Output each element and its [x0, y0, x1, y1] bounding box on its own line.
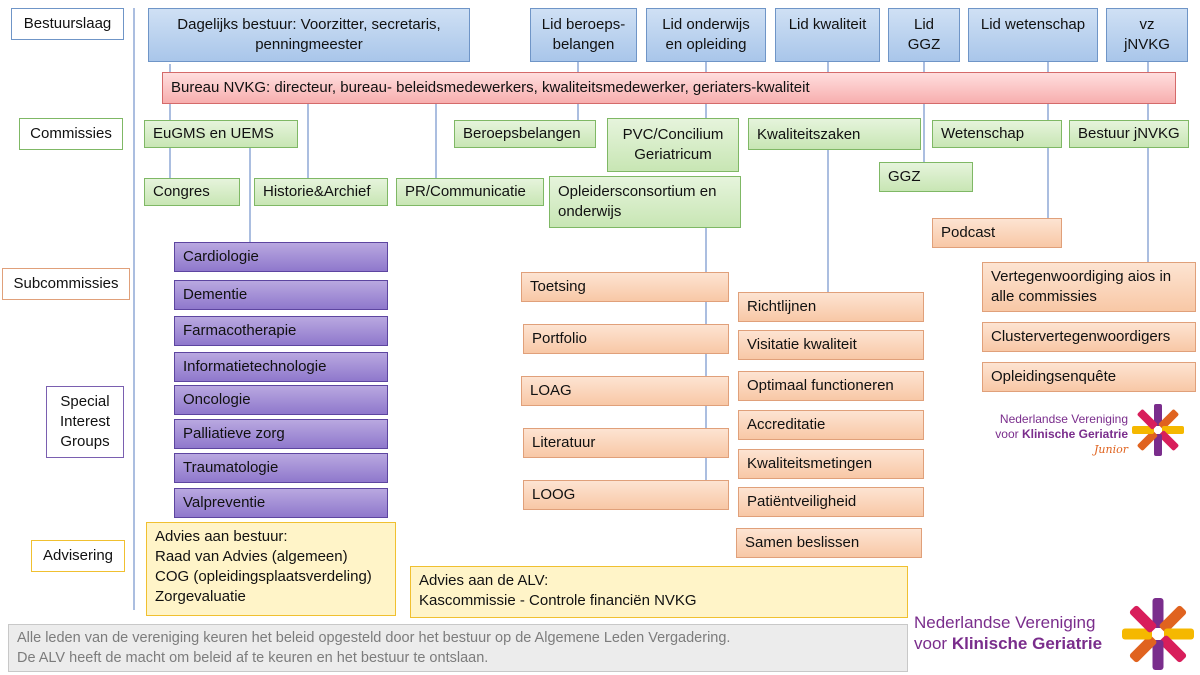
footer-line-2: De ALV heeft de macht om beleid af te ke…	[17, 650, 489, 666]
logo-junior-prefix: voor	[995, 427, 1019, 441]
subcommittee-loag: LOAG	[521, 376, 729, 406]
subcommittee-podcast: Podcast	[932, 218, 1062, 248]
logo-junior-tag: Junior	[1094, 443, 1128, 456]
subcommittee-visitatie: Visitatie kwaliteit	[738, 330, 924, 360]
subcommittee-richtlijnen: Richtlijnen	[738, 292, 924, 322]
sig-valpreventie: Valpreventie	[174, 488, 388, 518]
sig-dementie: Dementie	[174, 280, 388, 310]
board-daily: Dagelijks bestuur: Voorzitter, secretari…	[148, 8, 470, 62]
level-bestuurslaag: Bestuurslaag	[11, 8, 124, 40]
subcommittee-toetsing: Toetsing	[521, 272, 729, 302]
level-advisering: Advisering	[31, 540, 125, 572]
committee-opleiders: Opleidersconsortium en onderwijs	[549, 176, 741, 228]
advice-bestuur-title: Advies aan bestuur:	[155, 528, 288, 545]
committee-bestuur-jnvkg: Bestuur jNVKG	[1069, 120, 1189, 148]
committee-wetenschap: Wetenschap	[932, 120, 1062, 148]
logo-junior: Nederlandse Vereniging voor Klinische Ge…	[988, 404, 1188, 462]
logo-line1: Nederlandse Vereniging	[914, 613, 1096, 632]
logo-star-icon	[1122, 598, 1194, 670]
subcommittee-literatuur: Literatuur	[523, 428, 729, 458]
subcommittee-loog: LOOG	[523, 480, 729, 510]
advice-bestuur: Advies aan bestuur: Raad van Advies (alg…	[146, 522, 396, 616]
board-kwaliteit: Lid kwaliteit	[775, 8, 880, 62]
logo-junior-line1: Nederlandse Vereniging	[999, 412, 1128, 426]
advice-bestuur-item: Zorgevaluatie	[155, 588, 246, 605]
bureau-nvkg: Bureau NVKG: directeur, bureau- beleidsm…	[162, 72, 1176, 104]
level-subcommissies: Subcommissies	[2, 268, 130, 300]
sig-palliatieve-zorg: Palliatieve zorg	[174, 419, 388, 449]
board-jnvkg: vz jNVKG	[1106, 8, 1188, 62]
committee-eugms: EuGMS en UEMS	[144, 120, 298, 148]
subcommittee-portfolio: Portfolio	[523, 324, 729, 354]
advice-alv-title: Advies aan de ALV:	[419, 572, 549, 589]
sig-informatietechnologie: Informatietechnologie	[174, 352, 388, 382]
committee-historie: Historie&Archief	[254, 178, 388, 206]
subcommittee-vertegenwoordiging: Vertegenwoordiging aios in alle commissi…	[982, 262, 1196, 312]
logo-bold: Klinische Geriatrie	[951, 634, 1103, 653]
subcommittee-kwaliteitsmetingen: Kwaliteitsmetingen	[738, 449, 924, 479]
subcommittee-accreditatie: Accreditatie	[738, 410, 924, 440]
level-commissies: Commissies	[19, 118, 123, 150]
logo-star-icon	[1132, 404, 1184, 456]
advice-bestuur-item: COG (opleidingsplaatsverdeling)	[155, 568, 372, 585]
subcommittee-samen-beslissen: Samen beslissen	[736, 528, 922, 558]
sig-traumatologie: Traumatologie	[174, 453, 388, 483]
committee-ggz: GGZ	[879, 162, 973, 192]
footer-line-1: Alle leden van de vereniging keuren het …	[17, 630, 731, 646]
board-onderwijs: Lid onderwijs en opleiding	[646, 8, 766, 62]
logo-prefix: voor	[914, 634, 948, 653]
sig-farmacotherapie: Farmacotherapie	[174, 316, 388, 346]
subcommittee-patientveiligheid: Patiëntveiligheid	[738, 487, 924, 517]
footer-note: Alle leden van de vereniging keuren het …	[8, 624, 908, 672]
advice-alv-item: Kascommissie - Controle financiën NVKG	[419, 592, 697, 609]
board-ggz: Lid GGZ	[888, 8, 960, 62]
committee-congres: Congres	[144, 178, 240, 206]
subcommittee-opleidingsenquete: Opleidingsenquête	[982, 362, 1196, 392]
committee-beroepsbelangen: Beroepsbelangen	[454, 120, 596, 148]
advice-alv: Advies aan de ALV: Kascommissie - Contro…	[410, 566, 908, 618]
board-wetenschap: Lid wetenschap	[968, 8, 1098, 62]
level-special-interest-groups: Special Interest Groups	[46, 386, 124, 458]
logo-nvkg: Nederlandse Vereniging voor Klinische Ge…	[914, 598, 1198, 672]
subcommittee-optimaal: Optimaal functioneren	[738, 371, 924, 401]
sig-cardiologie: Cardiologie	[174, 242, 388, 272]
committee-kwaliteitszaken: Kwaliteitszaken	[748, 118, 921, 150]
advice-bestuur-item: Raad van Advies (algemeen)	[155, 548, 348, 565]
subcommittee-clustervertegenwoordigers: Clustervertegenwoordigers	[982, 322, 1196, 352]
logo-junior-bold: Klinische Geriatrie	[1021, 427, 1128, 441]
sig-oncologie: Oncologie	[174, 385, 388, 415]
committee-pvc: PVC/Concilium Geriatricum	[607, 118, 739, 172]
board-beroepsbelangen: Lid beroeps-belangen	[530, 8, 637, 62]
committee-pr: PR/Communicatie	[396, 178, 544, 206]
